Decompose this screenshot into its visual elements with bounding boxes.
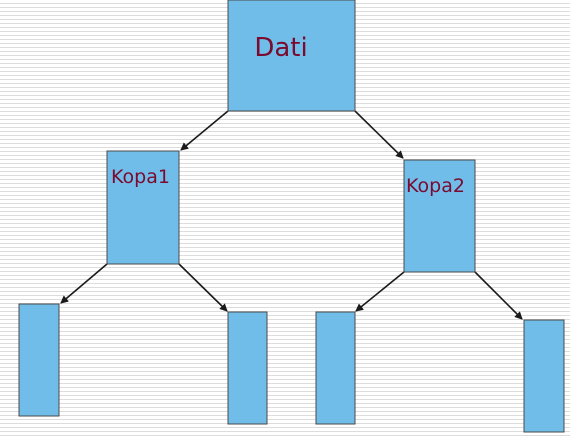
edges <box>60 110 523 320</box>
edge-kopa2-to-leaf3 <box>355 271 405 312</box>
kopa1-box <box>106 150 180 265</box>
node-kopa2: Kopa2 <box>403 159 476 273</box>
edge-kopa1-to-leaf1 <box>60 263 108 304</box>
node-leaf-4 <box>523 319 565 433</box>
root-label: Dati <box>254 33 307 63</box>
kopa2-box <box>403 159 476 273</box>
leaf-2-box <box>227 311 268 425</box>
kopa2-label: Kopa2 <box>406 175 465 197</box>
edge-root-to-kopa2 <box>354 110 404 159</box>
leaf-4-box <box>523 319 565 433</box>
node-leaf-1 <box>18 303 60 417</box>
node-leaf-3 <box>315 311 356 425</box>
node-kopa1: Kopa1 <box>106 150 180 265</box>
kopa1-label: Kopa1 <box>111 166 170 188</box>
root-box <box>227 0 356 112</box>
leaf-1-box <box>18 303 60 417</box>
node-leaf-2 <box>227 311 268 425</box>
leaf-3-box <box>315 311 356 425</box>
edge-kopa1-to-leaf2 <box>178 263 228 312</box>
edge-kopa2-to-leaf4 <box>474 271 523 320</box>
node-root: Dati <box>227 0 356 112</box>
edge-root-to-kopa1 <box>180 110 229 151</box>
